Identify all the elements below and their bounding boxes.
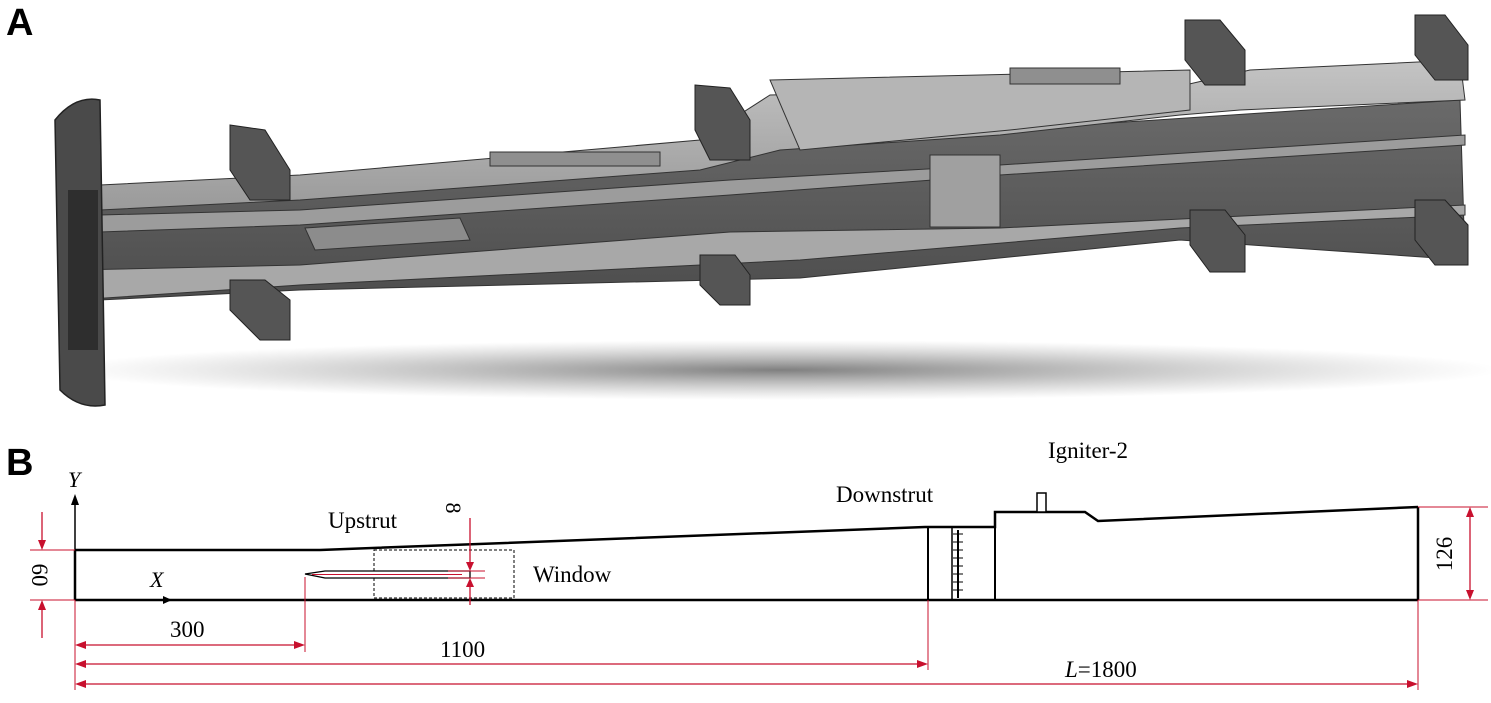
downstrut-label: Downstrut <box>836 482 934 507</box>
dim-60-label: 60 <box>27 564 52 587</box>
dim-60-arrowhead-bottom <box>38 600 46 610</box>
dim-300-label: 300 <box>170 617 205 642</box>
bracket-2-upper <box>694 84 751 161</box>
bracket-1-lower <box>229 279 291 341</box>
downstrut-panel <box>929 154 1001 228</box>
window-label: Window <box>533 562 612 587</box>
dim-1800-label: L=1800 <box>1064 657 1137 682</box>
side-window <box>304 217 471 251</box>
x-axis-arrowhead <box>163 596 172 604</box>
upper-wall-outline <box>75 505 1419 552</box>
strut-gap-arrowhead-top <box>466 562 474 571</box>
inlet-opening <box>68 190 98 350</box>
dim-1800-prefix: L <box>1064 657 1078 682</box>
bracket-3-lower <box>1189 209 1246 273</box>
bracket-1-upper <box>229 124 291 201</box>
dim-1800-value: =1800 <box>1078 657 1137 682</box>
igniter-label: Igniter-2 <box>1048 438 1128 463</box>
x-axis-label: X <box>149 567 165 592</box>
dim-300-arrowhead-right <box>294 641 305 649</box>
downstrut-injectors <box>953 530 963 598</box>
ground-shadow <box>60 340 1491 400</box>
dim-strut-gap-label: 8 <box>441 503 466 514</box>
dim-1100-label: 1100 <box>440 637 485 662</box>
lower-wall <box>74 204 1466 301</box>
y-axis-label: Y <box>68 467 83 492</box>
bracket-3-upper <box>1184 19 1246 86</box>
middle-plate <box>99 134 1466 233</box>
dim-126-label: 126 <box>1432 537 1457 572</box>
igniter-port-plate <box>1009 67 1121 85</box>
y-axis-arrowhead <box>71 494 79 505</box>
dim-126-arrowhead-bottom <box>1466 590 1474 600</box>
bracket-2-lower <box>699 254 751 306</box>
dim-300-arrowhead-left <box>75 641 86 649</box>
dim-60-arrowhead-top <box>38 540 46 550</box>
bracket-4-upper <box>1414 14 1469 81</box>
dim-1100-arrowhead-left <box>75 660 86 668</box>
panel-a-label: A <box>6 2 34 44</box>
panel-b-label: B <box>6 442 34 484</box>
strut-gap-arrowhead-bottom <box>466 578 474 587</box>
igniter-body <box>1036 492 1047 513</box>
dim-126-arrowhead-top <box>1466 507 1474 517</box>
dim-1800-arrowhead-left <box>75 680 86 688</box>
bracket-4-lower <box>1414 199 1469 266</box>
top-port-plate <box>489 151 661 167</box>
upstrut-label: Upstrut <box>328 508 398 533</box>
dim-1100-arrowhead-right <box>917 660 928 668</box>
dim-1800-arrowhead-right <box>1407 680 1418 688</box>
